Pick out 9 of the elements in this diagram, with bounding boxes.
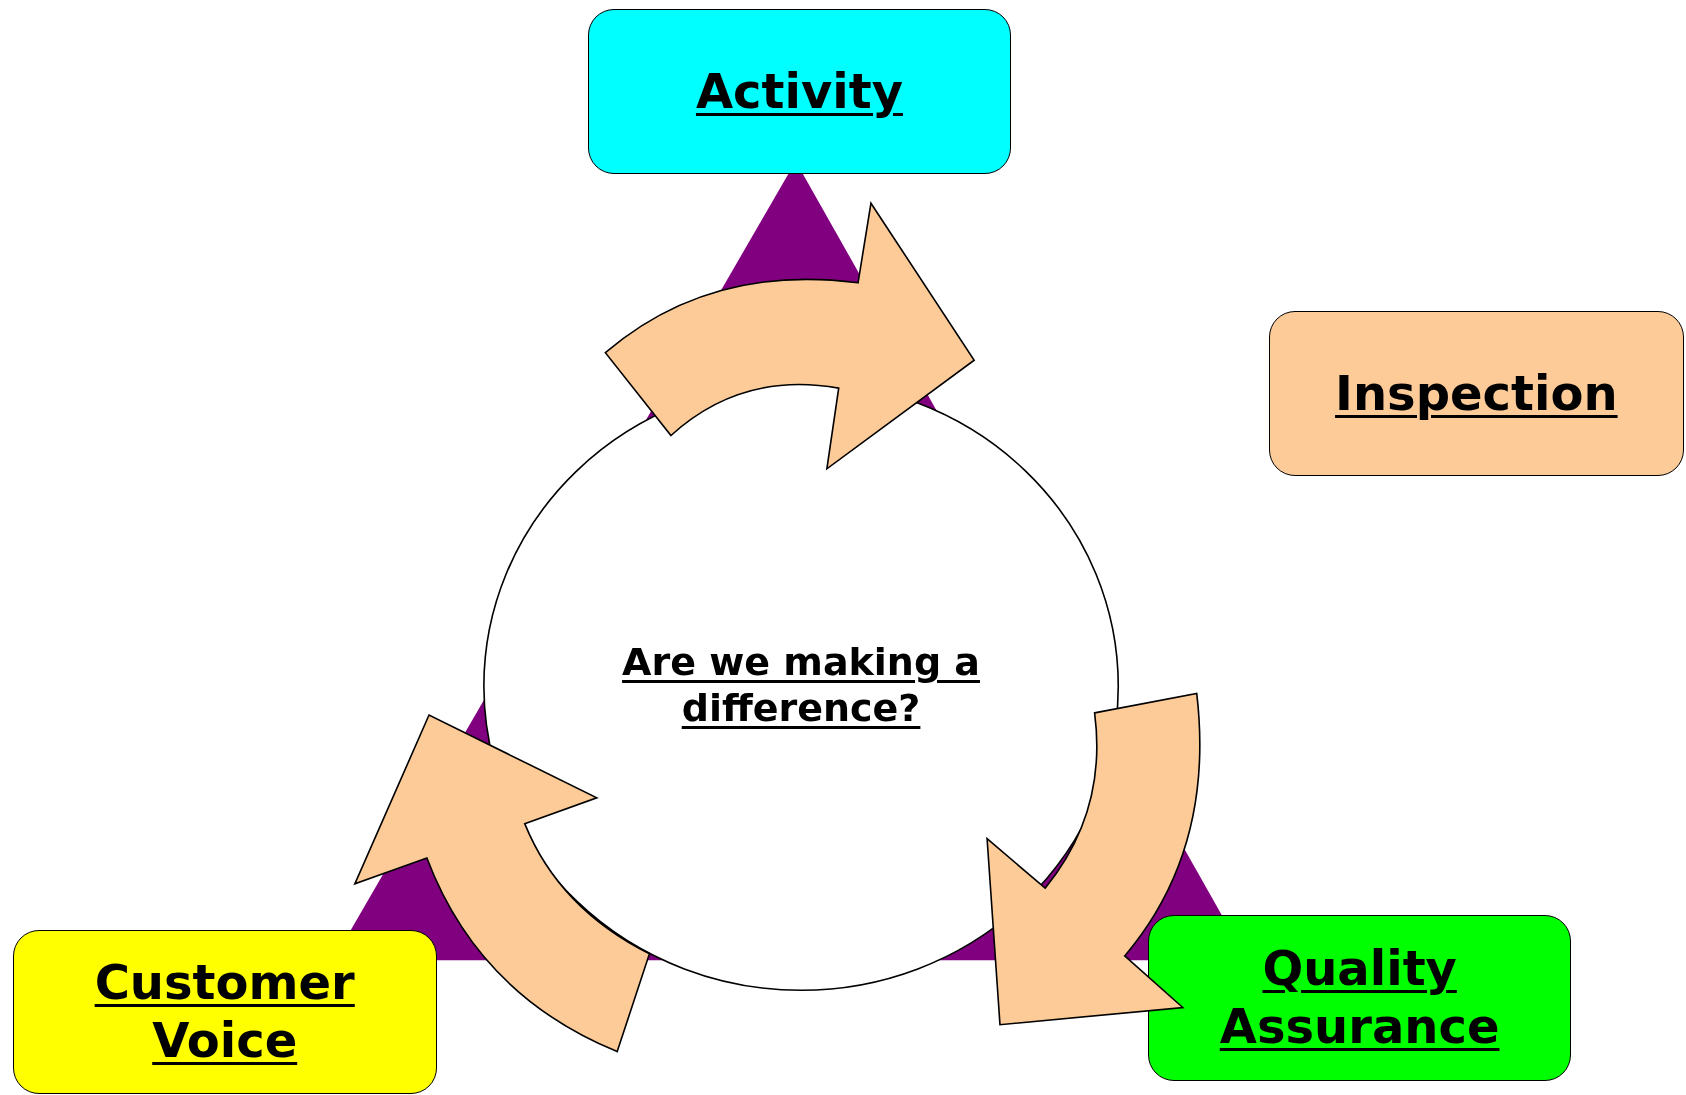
label-box [588, 8, 1011, 175]
box-label: Customer Voice [93, 954, 356, 1070]
label-box [12, 930, 437, 1094]
question-text: Are we making a difference? [621, 640, 981, 732]
box-label: Activity [695, 62, 903, 121]
label-box [1268, 310, 1684, 477]
box-label: Quality Assurance [1218, 940, 1501, 1056]
label-box [1148, 915, 1571, 1081]
box-label: Inspection [1335, 364, 1618, 423]
